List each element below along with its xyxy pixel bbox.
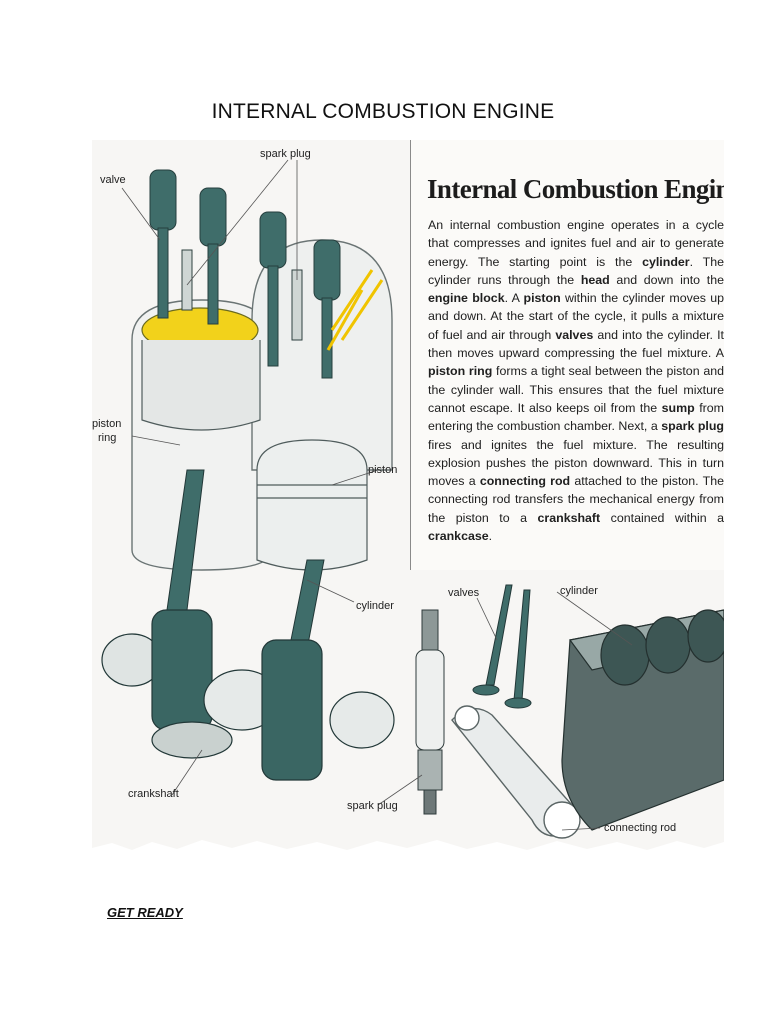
body-text-run: An internal combustion engine operates i… — [428, 218, 724, 269]
page-title: INTERNAL COMBUSTION ENGINE — [211, 100, 555, 123]
label-spark-plug-bottom: spark plug — [347, 800, 398, 812]
bold-term: sump — [661, 400, 695, 415]
label-crankshaft: crankshaft — [128, 788, 179, 800]
label-cylinder-left: cylinder — [356, 600, 394, 612]
get-ready-heading: GET READY — [107, 905, 183, 920]
bold-term: engine block — [428, 291, 505, 306]
spark-plug-bottom-shape — [415, 609, 445, 815]
body-text-run: attached to the piston. The connecting r… — [428, 474, 724, 525]
body-text-run: fires and ignites the fuel mixture. The … — [428, 437, 724, 489]
valve-stems — [149, 169, 341, 379]
label-piston-ring-line1: piston — [92, 418, 122, 430]
bold-term: crankcase — [428, 529, 489, 544]
label-connecting-rod: connecting rod — [604, 822, 677, 834]
leader-lines — [121, 159, 633, 831]
body-text-run: . — [488, 529, 493, 544]
bold-term: crankshaft — [537, 510, 601, 525]
bold-term: spark plug — [661, 419, 724, 434]
bold-term: piston ring — [428, 364, 493, 379]
body-text-run: . The cylinder runs through the — [428, 254, 724, 287]
pistons — [141, 340, 368, 571]
engine-illustration — [92, 159, 724, 870]
body-text-run: and into the cylinder. It then moves upw… — [428, 327, 724, 361]
torn-edge — [92, 840, 724, 870]
bold-term: connecting rod — [479, 474, 571, 489]
label-valves: valves — [448, 587, 480, 599]
label-piston: piston — [368, 464, 398, 476]
connecting-rod-shape — [451, 705, 581, 839]
engine-block-shape — [561, 609, 724, 831]
engine-figure: spark plug valve piston ring piston cyli… — [92, 140, 724, 870]
panel-body: An internal combustion engine operates i… — [428, 216, 724, 545]
body-text-run: from entering the combustion chamber. Ne… — [428, 400, 724, 434]
valves-shape — [472, 584, 532, 709]
label-valve: valve — [100, 174, 126, 186]
label-cylinder-right: cylinder — [560, 585, 598, 597]
body-text-run: forms a tight seal between the piston an… — [428, 364, 724, 415]
description-panel: Internal Combustion Engine An internal c… — [410, 140, 724, 570]
bold-term: cylinder — [642, 254, 690, 269]
bold-term: head — [580, 272, 610, 287]
crankshaft-shape — [101, 609, 395, 781]
label-piston-ring-line2: ring — [98, 432, 117, 444]
label-spark-plug-top: spark plug — [260, 148, 311, 160]
body-text-run: within the cylinder moves up and down. A… — [428, 291, 724, 342]
body-text-run: and down into the — [609, 272, 724, 287]
fuel-flow-arrows — [326, 269, 384, 351]
body-text-run: contained within a — [600, 510, 724, 525]
bold-term: piston — [523, 291, 561, 306]
bold-term: valves — [555, 327, 594, 342]
body-text-run: . A — [504, 291, 524, 306]
panel-heading: Internal Combustion Engine — [427, 174, 724, 204]
